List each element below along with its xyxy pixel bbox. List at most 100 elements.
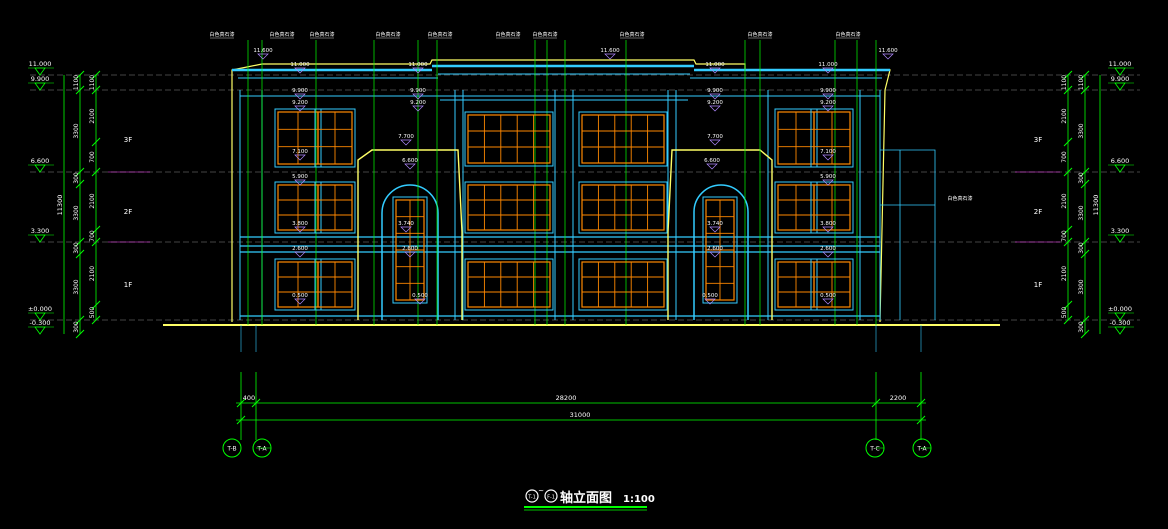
dimension-tick [1063,300,1073,310]
elevation-marker [294,226,306,233]
material-note: 白色真石漆 [495,31,520,38]
dimension-tick [75,70,85,80]
dimension-text: 2100 [1061,193,1068,208]
hdim-text: 2200 [890,394,907,402]
elevation-marker [709,93,721,100]
elevation-mark: 2.600 [292,246,308,252]
elevation-mark: 11.000 [818,62,838,68]
elevation-marker [294,105,306,112]
elevation-mark: 2.600 [707,246,723,252]
dimension-text: 700 [1061,230,1068,242]
elevation-mark: 7.700 [707,134,723,140]
elevation-marker [822,154,834,161]
dimension-text: 300 [73,172,80,184]
dimension-tick [1080,70,1090,80]
level-label: 9.900 [1111,75,1130,83]
elevation-marker [404,163,416,170]
dimension-text: 700 [89,230,96,242]
dimension-text: 500 [89,307,96,319]
elevation-marker [400,139,412,146]
dimension-text: 300 [73,321,80,333]
level-label: 9.900 [31,75,50,83]
dimension-text: 3300 [1078,205,1085,220]
elevation-mark: 9.200 [410,100,426,106]
hdim-tick [916,398,926,408]
elevation-marker [294,251,306,258]
elevation-marker [709,67,721,74]
elevation-mark: 0.500 [702,293,718,299]
elevation-marker [709,251,721,258]
dimension-tick [1063,315,1073,325]
window-frame [314,181,356,234]
dimension-tick [1080,179,1090,189]
dimension-text: 2100 [1061,108,1068,123]
elevation-mark: 0.500 [412,293,428,299]
floor-label-left: 2F [124,208,132,216]
elevation-marker [709,105,721,112]
axis-label: T-C [869,446,879,453]
elevation-mark: 2.600 [402,246,418,252]
dimension-text: 3300 [73,123,80,138]
dimension-tick [75,237,85,247]
hdim-tick [251,398,261,408]
floor-label-right: 2F [1034,208,1042,216]
window-frame [314,258,356,311]
dimension-tick [1063,137,1073,147]
window-frame [392,196,428,304]
elevation-mark: 2.600 [820,246,836,252]
material-note: 白色真石漆 [269,31,294,38]
dimension-tick [1080,249,1090,259]
elevation-mark: 0.500 [820,293,836,299]
floor-label-right: 3F [1034,136,1042,144]
window-sash [581,261,665,308]
left-dimension-chain: 11.0009.9006.6003.300±0.000-0.3001100330… [28,60,101,339]
bay-profile [357,149,463,320]
elevation-mark: 3.740 [398,221,414,227]
material-note: 白色真石漆 [619,31,644,38]
dimension-tick [91,300,101,310]
elevation-marker [822,105,834,112]
elevation-mark: 11.000 [408,62,428,68]
axis-label: T-A [256,446,267,453]
window-frame [578,111,668,167]
dimension-tick [1080,329,1090,339]
level-triangle [34,67,46,76]
dimension-tick [91,167,101,177]
elevation-mark: 6.600 [402,158,418,164]
axis-label: T-A [916,446,927,453]
axis-bubble [222,438,242,458]
elevation-mark: 3.800 [292,221,308,227]
dimension-tick [75,249,85,259]
dimension-text: 3300 [1078,123,1085,138]
dimension-text: 1100 [73,75,80,90]
dimension-tick [91,225,101,235]
axis-label: T-B [226,446,236,453]
elevation-mark: 11.000 [705,62,725,68]
dimension-text: 3300 [1078,279,1085,294]
window-frame [578,181,668,234]
elevation-marker [822,298,834,305]
total-height-text: 11300 [56,195,64,216]
total-height-text: 11300 [1092,195,1100,216]
dimension-text: 300 [73,242,80,254]
window-sash [581,114,665,164]
dimension-text: 1100 [89,75,96,90]
floor-label-left: 3F [124,136,132,144]
arched-opening [693,184,749,320]
dimension-text: 300 [1078,172,1085,184]
window-frame [274,258,322,311]
elevation-marker [822,251,834,258]
dimension-text: 3300 [73,205,80,220]
hdim-text: 28200 [556,394,577,402]
elevation-marker [822,93,834,100]
elevation-marker [822,226,834,233]
level-triangle [1114,164,1126,173]
elevation-marker [414,298,426,305]
level-label: 11.000 [29,60,52,68]
dimension-tick [1063,70,1073,80]
material-note: 白色真石漆 [747,31,772,38]
material-note: 白色真石漆 [947,195,972,202]
hdim-tick [916,415,926,425]
